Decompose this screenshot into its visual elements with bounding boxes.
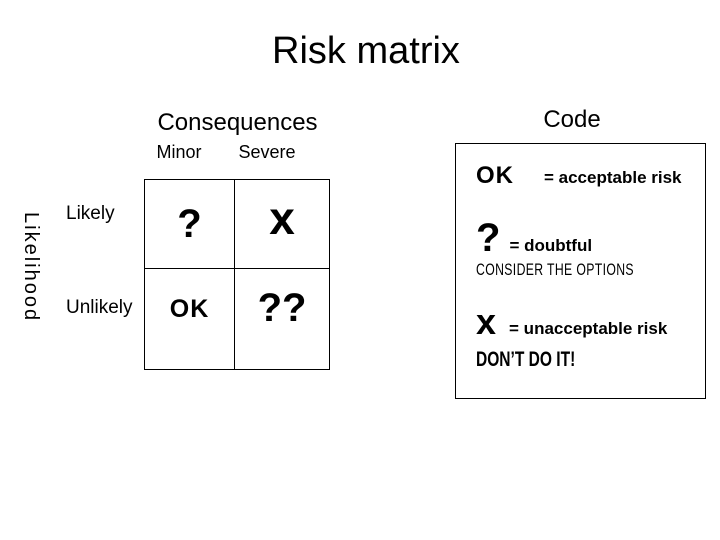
legend-note-dont-do-it: DON’T DO IT!: [476, 348, 576, 371]
legend-entry-acceptable: OK = acceptable risk: [476, 164, 682, 188]
matrix-cell-value: ??: [257, 286, 307, 330]
legend-symbol-ok: OK: [476, 162, 514, 189]
likelihood-axis-label: Likelihood: [20, 212, 42, 323]
row-header-unlikely: Unlikely: [66, 297, 133, 318]
matrix-cell-unlikely-minor: OK: [145, 269, 235, 369]
column-header-minor: Minor: [156, 142, 202, 162]
consequences-axis-label: Consequences: [157, 109, 318, 136]
slide-title: Risk matrix: [272, 30, 460, 72]
matrix-cell-value: x: [269, 192, 295, 244]
legend-entry-doubtful: ? = doubtful: [476, 218, 592, 258]
matrix-cell-likely-minor: ?: [145, 180, 235, 269]
legend-box: OK = acceptable risk ? = doubtful CONSIDER…: [455, 143, 706, 399]
row-header-likely: Likely: [66, 203, 115, 224]
legend-definition-acceptable: = acceptable risk: [544, 168, 682, 187]
legend-symbol-x: x: [476, 301, 497, 342]
legend-definition-unacceptable: = unacceptable risk: [509, 319, 668, 338]
matrix-cell-likely-severe: x: [235, 180, 329, 269]
legend-entry-unacceptable: x = unacceptable risk: [476, 304, 667, 340]
matrix-cell-value: OK: [169, 294, 210, 323]
matrix-cell-unlikely-severe: ??: [235, 269, 329, 369]
risk-matrix-grid: ? x OK ??: [144, 179, 330, 370]
legend-title: Code: [543, 106, 601, 133]
column-header-severe: Severe: [238, 142, 296, 162]
matrix-cell-value: ?: [177, 202, 202, 246]
legend-symbol-question: ?: [476, 216, 501, 260]
legend-note-consider-options: CONSIDER THE OPTIONS: [476, 260, 634, 279]
legend-definition-doubtful: = doubtful: [509, 236, 593, 255]
